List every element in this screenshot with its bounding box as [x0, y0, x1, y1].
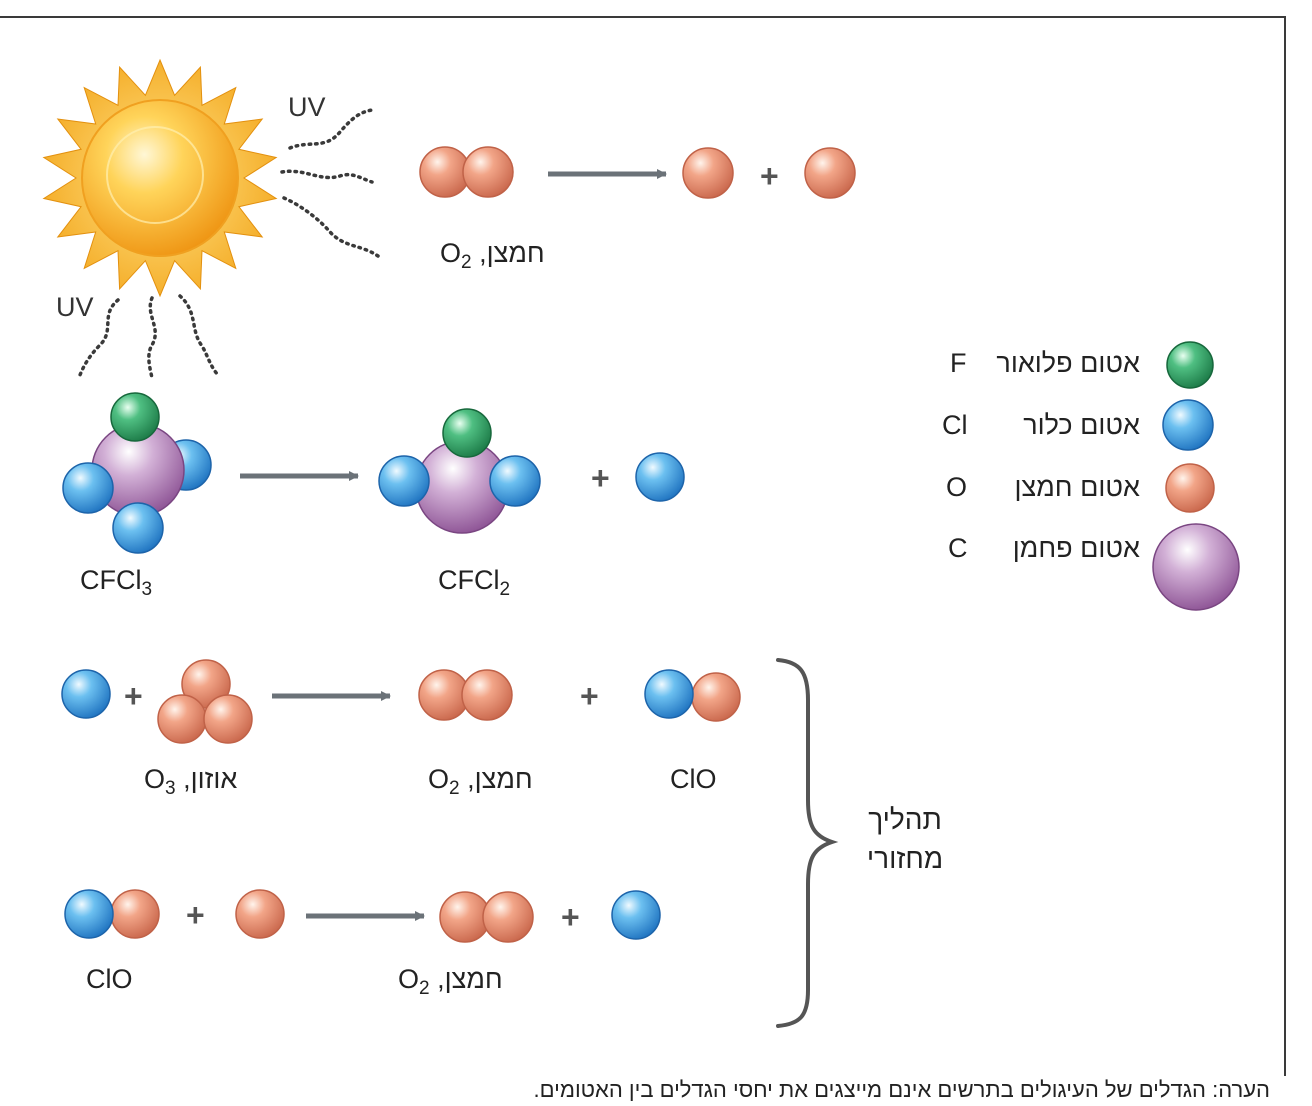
uv-rays-right	[280, 108, 380, 258]
plus-sign: +	[580, 678, 599, 714]
oxygen-molecule	[418, 669, 513, 721]
plus-sign: +	[186, 897, 205, 933]
legend-item-symbol: O	[946, 472, 968, 502]
frame-border	[0, 16, 1286, 1076]
footnote: הערה: הגדלים של העיגולים בתרשים אינם מיי…	[533, 1077, 1270, 1102]
legend-item-name: אטום פלואור	[996, 348, 1140, 378]
clo-molecule	[64, 889, 160, 939]
cfcl3-label: CFCl3	[80, 565, 153, 600]
clo-molecule	[644, 669, 741, 722]
cycle-brace	[776, 658, 839, 1028]
sun-icon	[42, 58, 278, 298]
legend-item-symbol: C	[948, 533, 968, 563]
chlorine-atom	[635, 452, 685, 502]
plus-sign: +	[591, 460, 610, 496]
uv-label-right: UV	[288, 92, 326, 122]
plus-sign: +	[760, 158, 779, 194]
ozone-label: O3 אוזון,	[144, 764, 238, 799]
clo-label: ClO	[86, 964, 133, 994]
oxygen-atom	[682, 147, 734, 199]
ozone-molecule	[157, 659, 253, 744]
chlorine-atom	[611, 890, 661, 940]
legend-carbon-atom	[1152, 523, 1240, 611]
oxygen-atom	[235, 889, 285, 939]
legend-chlorine-atom	[1162, 399, 1214, 451]
legend-item-name: אטום פחמן	[1012, 533, 1140, 563]
plus-sign: +	[561, 899, 580, 935]
oxygen-label: O2 חמצן,	[398, 964, 503, 999]
legend-item-symbol: Cl	[942, 410, 968, 440]
plus-sign: +	[124, 678, 143, 714]
cfcl2-label: CFCl2	[438, 565, 511, 600]
chlorine-atom	[61, 669, 111, 719]
legend-item-symbol: F	[950, 348, 967, 378]
legend-oxygen-atom	[1165, 463, 1215, 513]
oxygen-molecule	[419, 146, 514, 198]
oxygen-atom	[804, 147, 856, 199]
oxygen-label: O2 חמצן,	[440, 238, 545, 273]
oxygen-molecule	[439, 891, 534, 943]
legend-fluorine-atom	[1166, 341, 1214, 389]
legend-item-name: אטום חמצן	[1014, 472, 1140, 502]
cfcl2-molecule	[378, 408, 541, 534]
clo-label: ClO	[670, 764, 717, 794]
legend-item-name: אטום כלור	[1023, 410, 1140, 440]
oxygen-label: O2 חמצן,	[428, 764, 533, 799]
uv-label-down: UV	[56, 292, 94, 322]
uv-rays-down	[78, 294, 220, 380]
cfcl3-molecule	[62, 392, 212, 554]
cycle-label: תהליך מחזורי	[866, 804, 944, 875]
